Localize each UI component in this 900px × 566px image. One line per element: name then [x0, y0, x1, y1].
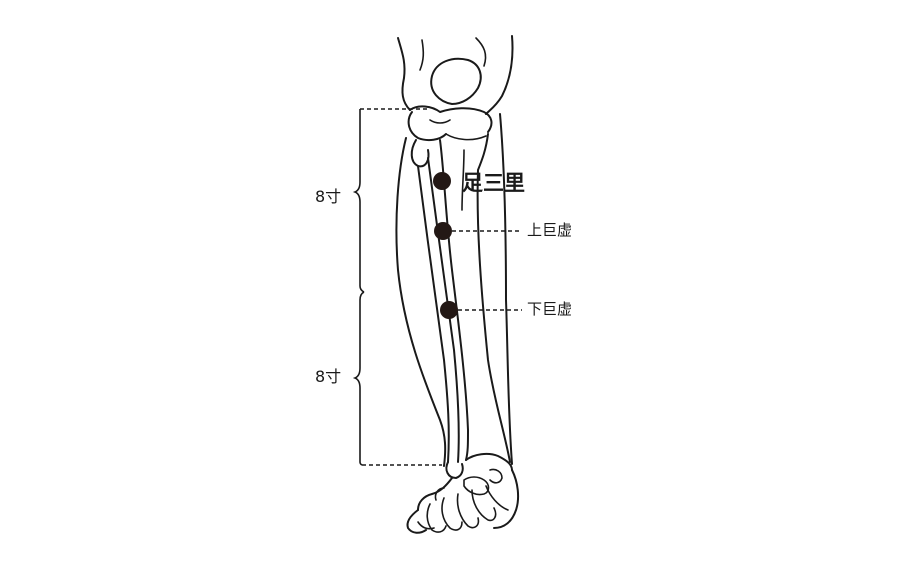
tibia — [439, 133, 511, 463]
patella — [430, 57, 482, 105]
lower-span-bracket — [352, 291, 442, 466]
lower-span-label: 8寸 — [315, 367, 341, 386]
xiajuxu-label: 下巨虚 — [527, 300, 572, 318]
fibula — [410, 139, 460, 463]
knee-joint — [407, 105, 493, 142]
zusanli-point — [433, 172, 451, 190]
xiajuxu-point — [440, 301, 458, 319]
shangjuxu-label: 上巨虚 — [527, 221, 572, 239]
femur — [397, 35, 514, 115]
foot-bones — [406, 452, 520, 534]
shangjuxu-point — [434, 222, 452, 240]
upper-span-bracket — [352, 108, 428, 293]
zusanli-label: 足三里 — [462, 171, 525, 195]
upper-span-label: 8寸 — [315, 187, 341, 206]
calf-outline — [395, 113, 513, 467]
